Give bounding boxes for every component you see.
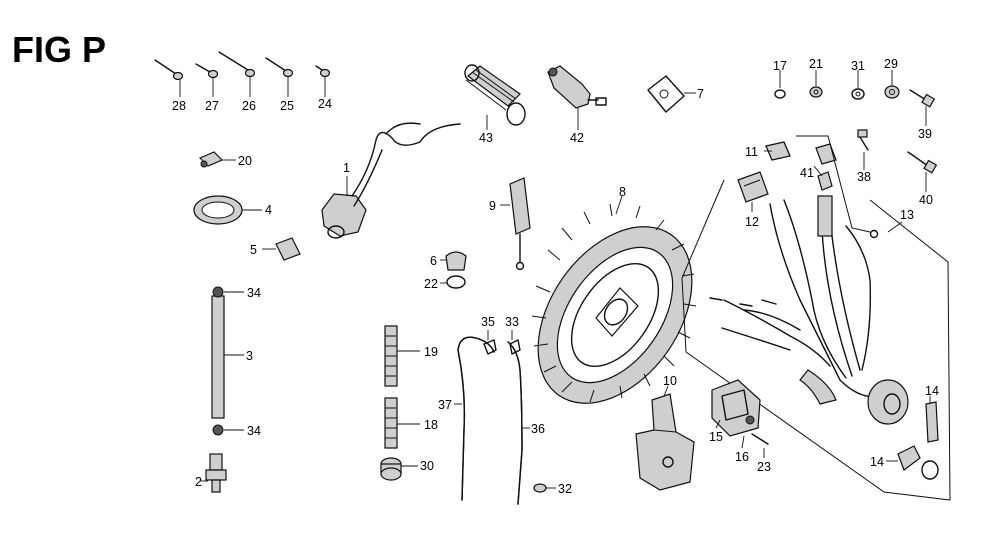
callout-31: 31 [851,59,865,73]
callout-43: 43 [479,131,493,145]
callout-32: 32 [558,482,572,496]
washer-22 [446,275,466,289]
callout-28: 28 [172,99,186,113]
callout-15: 15 [709,430,723,444]
switch-assembly-15-16 [711,379,769,445]
flywheel-8 [531,203,697,404]
bolt-27 [195,63,219,79]
callout-38: 38 [857,170,871,184]
fitting-2 [205,453,227,493]
connector-12 [737,171,769,203]
callout-34-bottom: 34 [247,424,261,438]
callout-14-upper: 14 [925,384,939,398]
washer-21 [809,86,823,98]
callout-11: 11 [745,145,758,159]
callout-27: 27 [205,99,219,113]
clip-5 [275,237,301,261]
handle-grip-43 [464,64,526,126]
switch-housing-10 [635,393,695,491]
stud-3 [211,286,225,436]
callout-24: 24 [318,97,332,111]
callout-2: 2 [195,475,202,489]
callout-36: 36 [531,422,545,436]
gasket-7 [647,75,685,113]
callout-25: 25 [280,99,294,113]
callout-33: 33 [505,315,519,329]
bolt-25 [265,57,294,78]
ring-4 [193,195,243,225]
callout-26: 26 [242,99,256,113]
bolt-24 [315,65,331,78]
callout-19: 19 [424,345,438,359]
callout-7: 7 [697,87,704,101]
callout-12: 12 [745,215,759,229]
callout-29: 29 [884,57,898,71]
clip-35 [483,339,497,355]
callout-20: 20 [238,154,252,168]
callout-40: 40 [919,193,933,207]
bolt-39 [909,89,936,108]
callout-3: 3 [246,349,253,363]
callout-17: 17 [773,59,787,73]
bracket-14-lower [897,445,939,480]
callout-13: 13 [900,208,914,222]
callout-5: 5 [250,243,257,257]
washer-29 [884,85,900,99]
callout-8: 8 [619,185,626,199]
ignition-coil-1 [321,122,461,239]
condenser-9 [509,177,531,271]
callout-42: 42 [570,131,584,145]
callout-34-top: 34 [247,286,261,300]
callout-1: 1 [343,161,350,175]
callout-23: 23 [757,460,771,474]
tube-36 [507,341,523,505]
callout-16: 16 [735,450,749,464]
callout-41: 41 [800,166,814,180]
clip-33 [509,339,521,355]
callout-14-lower: 14 [870,455,884,469]
bolt-28 [154,59,184,81]
screw-32 [533,483,547,493]
fuel-valve-42 [547,65,607,109]
callout-labels: 28 27 26 25 24 43 42 7 17 21 31 29 39 20… [172,57,939,496]
callout-4: 4 [265,203,272,217]
callout-10: 10 [663,374,677,388]
bolt-40 [907,151,938,174]
clip-20 [198,151,224,168]
washer-17 [774,89,786,99]
callout-37: 37 [438,398,452,412]
cap-6 [445,251,467,271]
callout-30: 30 [420,459,434,473]
wire-harness-13 [681,179,951,501]
callout-21: 21 [809,57,823,71]
washer-31 [851,88,865,100]
callout-35: 35 [481,315,495,329]
grommet-30 [380,457,402,481]
callout-18: 18 [424,418,438,432]
bolt-26 [218,51,256,78]
callout-39: 39 [918,127,932,141]
callout-9: 9 [489,199,496,213]
connector-11 [765,141,791,161]
callout-6: 6 [430,254,437,268]
connector-41 [815,143,837,191]
figure-title: FIG P [12,29,106,70]
tube-37 [457,336,495,501]
stud-18 [384,397,398,449]
bracket-14-upper [925,401,939,443]
bolt-38 [857,129,869,151]
stud-19 [384,325,398,387]
callout-22: 22 [424,277,438,291]
